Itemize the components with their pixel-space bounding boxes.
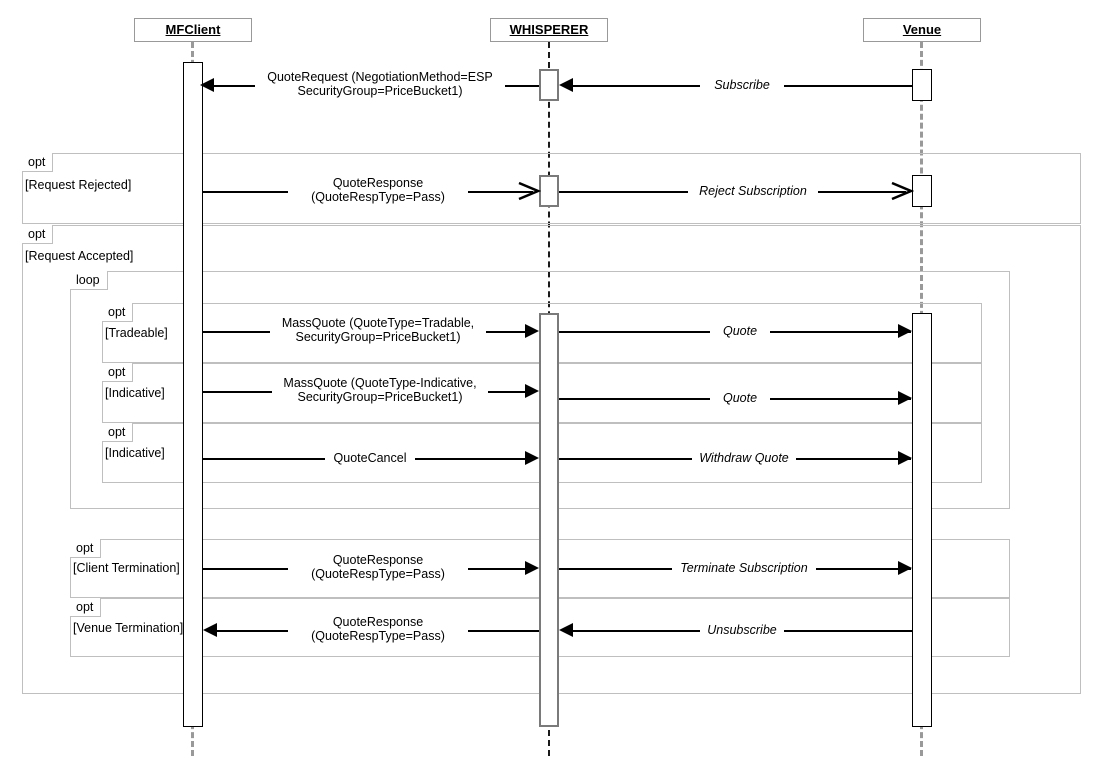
fragment-opt-request-rejected bbox=[22, 153, 1081, 224]
activation-venue-subscribe bbox=[912, 69, 932, 101]
arrowhead-quote-tradable bbox=[898, 324, 912, 338]
participant-label-mfclient: MFClient bbox=[165, 22, 221, 37]
fragment-operator-opt-indicative-quote: opt bbox=[102, 363, 134, 382]
message-label-quote-response-venue-term: QuoteResponse (QuoteRespType=Pass) bbox=[288, 615, 468, 643]
arrowhead-unsubscribe bbox=[559, 623, 573, 637]
fragment-guard-indicative-cancel: [Indicative] bbox=[105, 446, 165, 460]
message-label-quote-cancel: QuoteCancel bbox=[325, 451, 415, 465]
arrowhead-terminate-subscription bbox=[898, 561, 912, 575]
fragment-guard-venue-termination: [Venue Termination] bbox=[73, 621, 184, 635]
participant-label-venue: Venue bbox=[902, 22, 942, 37]
participant-label-whisperer: WHISPERER bbox=[509, 22, 589, 37]
activation-whisperer-subscribe bbox=[539, 69, 559, 101]
message-label-massquote-indicative: MassQuote (QuoteType-Indicative, Securit… bbox=[272, 376, 488, 404]
fragment-operator-opt-request-accepted: opt bbox=[22, 225, 54, 244]
arrowhead-reject-subscription bbox=[890, 181, 914, 201]
fragment-guard-request-rejected: [Request Rejected] bbox=[25, 178, 132, 192]
message-label-terminate-subscription: Terminate Subscription bbox=[672, 561, 816, 575]
arrowhead-subscribe bbox=[559, 78, 573, 92]
arrowhead-quote-request bbox=[200, 78, 214, 92]
activation-mfclient bbox=[183, 62, 203, 727]
arrowhead-quote-indicative bbox=[898, 391, 912, 405]
fragment-operator-opt-tradeable: opt bbox=[102, 303, 134, 322]
arrowhead-quote-cancel bbox=[525, 451, 539, 465]
fragment-guard-client-termination: [Client Termination] bbox=[73, 561, 180, 575]
fragment-guard-tradeable: [Tradeable] bbox=[105, 326, 168, 340]
fragment-operator-loop-quoting: loop bbox=[70, 271, 108, 290]
message-label-withdraw-quote: Withdraw Quote bbox=[692, 451, 796, 465]
message-label-quote-request: QuoteRequest (NegotiationMethod=ESP Secu… bbox=[255, 70, 505, 98]
participant-header-mfclient[interactable]: MFClient bbox=[134, 18, 252, 42]
fragment-guard-indicative-quote: [Indicative] bbox=[105, 386, 165, 400]
arrowhead-massquote-indicative bbox=[525, 384, 539, 398]
message-label-quote-tradable: Quote bbox=[710, 324, 770, 338]
activation-venue-quoting bbox=[912, 313, 932, 727]
arrowhead-quote-response-client-term bbox=[525, 561, 539, 575]
arrowhead-quote-response-venue-term bbox=[203, 623, 217, 637]
arrowhead-quote-response-reject bbox=[517, 181, 541, 201]
fragment-operator-opt-request-rejected: opt bbox=[22, 153, 54, 172]
message-label-quote-response-client-term: QuoteResponse (QuoteRespType=Pass) bbox=[288, 553, 468, 581]
message-label-quote-response-reject: QuoteResponse (QuoteRespType=Pass) bbox=[288, 176, 468, 204]
message-label-reject-subscription: Reject Subscription bbox=[688, 184, 818, 198]
participant-header-venue[interactable]: Venue bbox=[863, 18, 981, 42]
participant-header-whisperer[interactable]: WHISPERER bbox=[490, 18, 608, 42]
arrowhead-withdraw-quote bbox=[898, 451, 912, 465]
fragment-operator-opt-indicative-cancel: opt bbox=[102, 423, 134, 442]
activation-whisperer-quoting bbox=[539, 313, 559, 727]
activation-whisperer-reject bbox=[539, 175, 559, 207]
message-label-massquote-tradable: MassQuote (QuoteType=Tradable, SecurityG… bbox=[270, 316, 486, 344]
activation-venue-reject bbox=[912, 175, 932, 207]
message-label-unsubscribe: Unsubscribe bbox=[700, 623, 784, 637]
arrowhead-massquote-tradable bbox=[525, 324, 539, 338]
fragment-operator-opt-venue-termination: opt bbox=[70, 598, 102, 617]
message-label-quote-indicative: Quote bbox=[710, 391, 770, 405]
fragment-guard-request-accepted: [Request Accepted] bbox=[25, 249, 134, 263]
fragment-operator-opt-client-termination: opt bbox=[70, 539, 102, 558]
message-label-subscribe: Subscribe bbox=[700, 78, 784, 92]
